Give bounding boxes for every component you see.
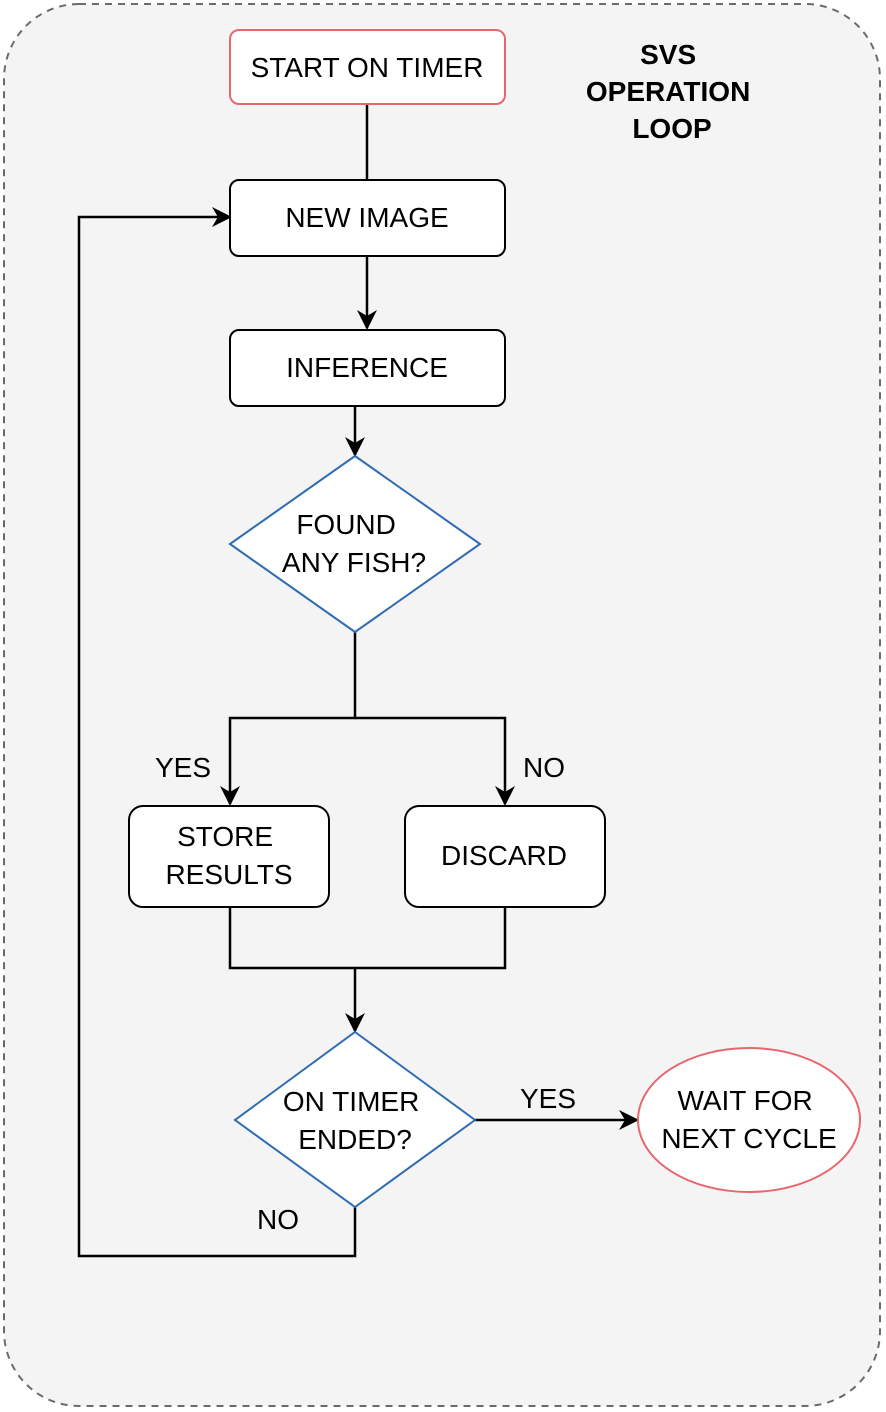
node-timer-ended-decision: ON TIMER ENDED? [233, 1030, 477, 1209]
node-inference: INFERENCE [229, 329, 506, 407]
edge-label-timer-yes: YES [520, 1083, 576, 1114]
connector-timer-no-loop [77, 207, 357, 1258]
edge-label-found-no: NO [523, 752, 565, 783]
loop-container [3, 3, 881, 1407]
node-found-fish-label: FOUND ANY FISH? [282, 509, 426, 578]
node-discard-label: DISCARD [441, 840, 567, 871]
diagram-title: SVS OPERATION LOOP [586, 39, 758, 144]
node-start: START ON TIMER [229, 29, 506, 105]
node-new-image-label: NEW IMAGE [285, 202, 448, 233]
node-discard: DISCARD [404, 805, 606, 908]
node-timer-ended-label: ON TIMER ENDED? [283, 1086, 427, 1155]
node-wait-label: WAIT FOR NEXT CYCLE [661, 1085, 836, 1154]
connector-discard-to-merge [355, 907, 507, 970]
connectors [77, 104, 639, 1258]
edge-label-found-yes: YES [155, 752, 211, 783]
node-store-results-label: STORE RESULTS [165, 821, 292, 890]
node-wait-next-cycle: WAIT FOR NEXT CYCLE [637, 1047, 861, 1193]
node-inference-label: INFERENCE [286, 352, 448, 383]
node-start-label: START ON TIMER [251, 52, 484, 83]
node-store-results: STORE RESULTS [128, 805, 330, 908]
connector-store-to-merge [228, 907, 355, 970]
connector-decision-no [355, 716, 515, 806]
edge-label-timer-no: NO [257, 1204, 299, 1235]
node-new-image: NEW IMAGE [229, 179, 506, 257]
connector-decision-yes [220, 632, 357, 806]
node-found-fish-decision: FOUND ANY FISH? [228, 454, 482, 634]
